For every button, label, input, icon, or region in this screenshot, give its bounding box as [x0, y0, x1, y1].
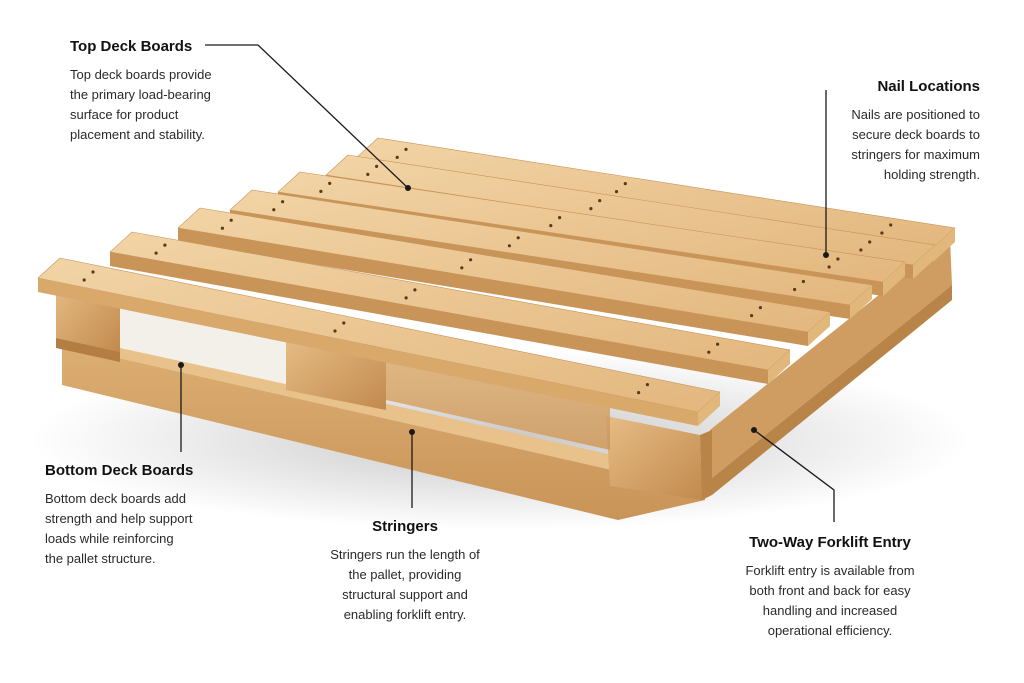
top-deck-board-end	[808, 312, 830, 346]
callout-text: Nails are positioned to secure deck boar…	[851, 107, 980, 182]
nail-dot	[404, 147, 408, 151]
nail-dot	[707, 350, 711, 354]
top-deck-board-end	[913, 245, 935, 279]
nail-dot	[507, 244, 511, 248]
nail-dot	[281, 200, 285, 204]
nail-dot	[229, 218, 233, 222]
callout-title: Two-Way Forklift Entry	[749, 534, 911, 551]
callout-bottom-deck-boards: Bottom Deck Boards Bottom deck boards ad…	[45, 462, 245, 569]
nail-dot	[880, 231, 884, 235]
nail-dot	[395, 155, 399, 159]
nail-locations	[82, 147, 893, 395]
nail-dot	[469, 258, 473, 262]
stringer-right-side	[710, 238, 952, 478]
top-deck-board-end	[768, 350, 790, 384]
nail-dot	[272, 208, 276, 212]
nail-dot	[827, 265, 831, 269]
callout-two-way-forklift-entry: Two-Way Forklift Entry Forklift entry is…	[725, 534, 935, 641]
top-deck-board-end	[883, 262, 905, 296]
callout-text: Forklift entry is available from both fr…	[745, 563, 915, 638]
leader-dots	[178, 185, 829, 435]
callout-top-deck-boards: Top Deck Boards Top deck boards provide …	[70, 38, 270, 145]
nail-dot	[614, 190, 619, 194]
nail-dot	[413, 288, 417, 292]
nail-dot	[516, 236, 520, 240]
nail-dot	[328, 181, 332, 185]
nail-dot	[589, 207, 593, 211]
callout-title: Nail Locations	[877, 78, 980, 95]
top-deck-board-edge	[110, 252, 768, 384]
nail-dot	[558, 216, 562, 220]
nail-dot	[637, 391, 641, 395]
nail-dot	[793, 287, 797, 292]
callout-nail-locations: Nail Locations Nails are positioned to s…	[820, 78, 980, 185]
callout-title: Bottom Deck Boards	[45, 462, 194, 479]
top-deck-board-end	[698, 392, 720, 426]
nail-dot	[333, 329, 337, 333]
nail-dot	[868, 240, 872, 244]
callout-text: Top deck boards provide the primary load…	[70, 67, 212, 142]
top-deck-board-edge	[178, 228, 808, 346]
nail-dot	[460, 266, 464, 270]
nail-dot	[342, 321, 346, 325]
nail-dot	[758, 306, 763, 310]
nail-dot	[163, 243, 167, 247]
top-deck-boards	[37, 137, 956, 426]
callout-title: Stringers	[372, 518, 438, 535]
top-deck-board-end	[850, 285, 872, 319]
nail-dot	[375, 164, 379, 168]
callout-text: Bottom deck boards add strength and help…	[45, 491, 193, 566]
stringer-center	[386, 356, 610, 450]
callout-stringers: Stringers Stringers run the length of th…	[300, 518, 510, 625]
nail-dot	[716, 342, 720, 346]
nail-dot	[319, 189, 323, 193]
leader-lines	[180, 44, 835, 522]
leader-top-deck	[205, 44, 409, 189]
callout-text: Stringers run the length of the pallet, …	[330, 547, 480, 622]
top-deck-board-end	[933, 228, 955, 262]
callout-title: Top Deck Boards	[70, 38, 193, 55]
leader-forklift	[753, 429, 835, 522]
nail-dot	[598, 199, 602, 203]
top-deck-board-edge	[38, 278, 698, 426]
nail-dot	[91, 270, 95, 274]
nail-dot	[889, 223, 893, 227]
stringer-right-side-shade	[712, 285, 952, 495]
nail-dot	[220, 226, 224, 230]
nail-dot	[404, 296, 408, 300]
nail-dot	[859, 248, 863, 252]
nail-dot	[801, 279, 806, 284]
nail-dot	[645, 383, 650, 387]
nail-dot	[836, 257, 840, 261]
nail-dot	[366, 172, 370, 176]
nail-dot	[549, 224, 553, 228]
nail-dot	[623, 182, 627, 186]
forklift-opening-left	[120, 300, 290, 385]
bottom-deck-board	[62, 345, 705, 520]
nail-dot	[154, 251, 158, 255]
nail-dot	[82, 278, 86, 282]
nail-dot	[750, 314, 754, 318]
